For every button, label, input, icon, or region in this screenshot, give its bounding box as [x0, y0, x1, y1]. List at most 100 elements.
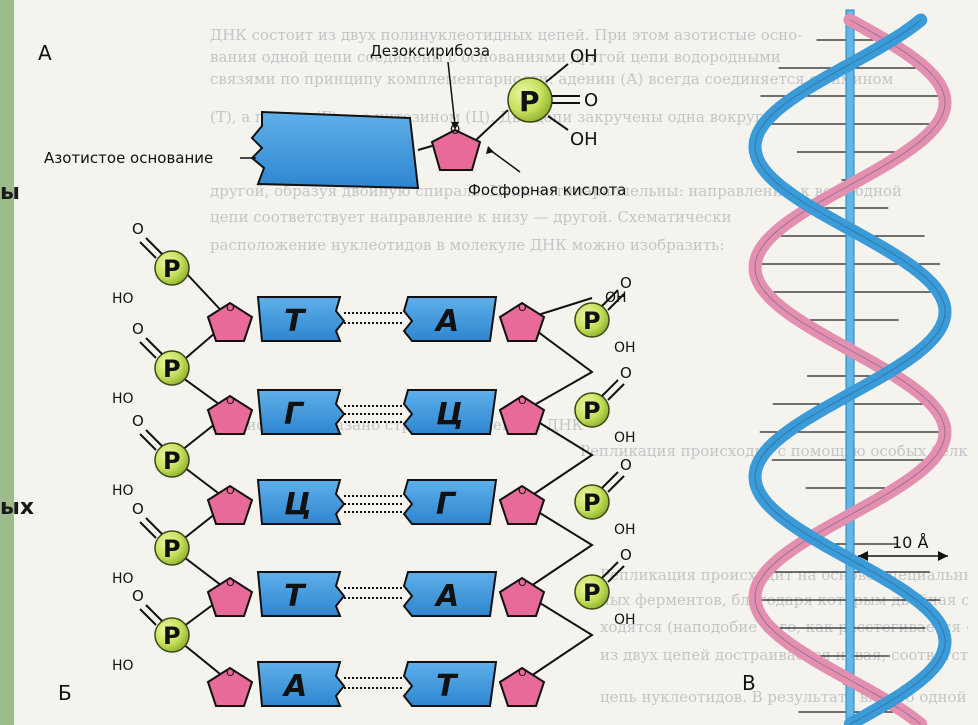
- left-base-letter: Т: [284, 579, 307, 614]
- phosphate-oh-top: OH: [570, 46, 598, 67]
- blue-strand-edge: [754, 19, 946, 725]
- left-base-letter: Ц: [284, 487, 312, 522]
- phosphate-ball: [507, 77, 553, 123]
- background-text-line: ходятся (наподобие того, как расстегивае…: [600, 618, 968, 636]
- left-phosphate: [154, 250, 190, 286]
- right-sugar: [498, 394, 546, 435]
- phosphate-letter: P: [163, 535, 181, 563]
- phosphate-letter: P: [163, 447, 181, 475]
- phosphate-letter: P: [583, 397, 601, 425]
- phosphate-letter: P: [519, 85, 540, 118]
- right-base-block: [402, 296, 498, 342]
- panel-label-a: А: [38, 41, 52, 65]
- right-base-block: [402, 479, 498, 525]
- left-phosphate: [154, 350, 190, 386]
- phosphate-ho: HO: [112, 483, 134, 499]
- right-backbone: [519, 297, 594, 683]
- right-phosphate: [574, 302, 610, 338]
- ring-oxygen-label: O: [518, 394, 527, 407]
- left-base-block: [256, 571, 346, 617]
- right-base-letter: Г: [436, 487, 457, 522]
- left-base-block: [256, 479, 346, 525]
- left-sugar: [206, 666, 254, 707]
- phosphate-letter: P: [163, 255, 181, 283]
- left-phosphate: [154, 530, 190, 566]
- right-base-letter: А: [434, 304, 459, 339]
- left-base-block: [256, 389, 346, 435]
- ring-oxygen-label: O: [226, 301, 235, 314]
- phosphate-letter: P: [163, 355, 181, 383]
- left-base-block: [256, 296, 346, 342]
- nucleotide-scheme: O P OH O OH: [240, 46, 598, 190]
- right-sugar: [498, 484, 546, 525]
- phosphate-ho: HO: [112, 391, 134, 407]
- left-base-letter: Г: [284, 397, 305, 432]
- helix-axis: [845, 9, 855, 725]
- right-sugar: [498, 301, 546, 342]
- right-phosphate: [574, 392, 610, 428]
- ring-oxygen-label: O: [518, 301, 527, 314]
- phosphate-double-o: O: [132, 320, 144, 338]
- slide-left-edge: [0, 0, 14, 725]
- nitrogen-base-block: [250, 110, 420, 190]
- panel-label-b: Б: [58, 681, 72, 705]
- background-text-line: связями по принципу комплементарности: а…: [210, 70, 894, 88]
- background-text-line: вания одной цепи соединены с основаниями…: [210, 48, 781, 66]
- right-sugar: [498, 576, 546, 617]
- helix-pitch-label: 10 Å: [892, 533, 928, 552]
- phosphate-double-o: O: [584, 90, 598, 111]
- right-base-letter: Ц: [436, 397, 464, 432]
- phosphate-oh: OH: [614, 430, 636, 446]
- ring-oxygen-label: O: [226, 484, 235, 497]
- phosphate-letter: P: [583, 489, 601, 517]
- phosphate-oh: OH: [614, 612, 636, 628]
- left-phosphate: [154, 617, 190, 653]
- left-backbone: [170, 257, 232, 683]
- left-sugar: [206, 576, 254, 617]
- phosphate-double-o: O: [620, 364, 632, 382]
- phosphate-oh: OH: [614, 522, 636, 538]
- left-phosphate: [154, 442, 190, 478]
- ring-oxygen-label: O: [450, 123, 460, 138]
- ring-oxygen-label: O: [226, 666, 235, 679]
- phosphate-double-o: O: [132, 500, 144, 518]
- background-text-line: ДНК состоит из двух полинуклеотидных цеп…: [210, 26, 803, 44]
- label-nitrogen-base: Азотистое основание: [44, 149, 213, 167]
- background-text-line: из двух цепей достраивается новая, соотв…: [600, 646, 968, 664]
- panel-label-v: В: [742, 671, 756, 695]
- phosphate-letter: P: [583, 579, 601, 607]
- phosphate-double-o: O: [620, 456, 632, 474]
- phosphate-ho: HO: [112, 291, 134, 307]
- phosphate-letter: P: [583, 307, 601, 335]
- background-text-line: цепи соответствует направление к низу — …: [210, 208, 732, 226]
- label-phosphoric-acid: Фосфорная кислота: [468, 181, 626, 199]
- left-base-letter: Т: [284, 304, 307, 339]
- right-base-letter: Т: [436, 669, 459, 704]
- double-helix: [748, 9, 952, 725]
- left-sugar: [206, 301, 254, 342]
- phosphate-double-o: O: [132, 412, 144, 430]
- phosphate-double-o: O: [132, 220, 144, 238]
- phosphate-oh: OH: [614, 340, 636, 356]
- blue-strand: [748, 13, 952, 725]
- pitch-arrow-left: [858, 551, 868, 561]
- deoxyribose-pentagon: [430, 128, 482, 171]
- phosphate-ho: HO: [112, 571, 134, 587]
- ring-oxygen-label: O: [518, 576, 527, 589]
- ring-oxygen-label: O: [226, 576, 235, 589]
- right-sugar: [498, 666, 546, 707]
- left-clipped-text-1: ы: [0, 180, 20, 205]
- right-base-block: [402, 661, 498, 707]
- phosphate-oh-bottom: OH: [570, 129, 598, 150]
- left-sugar: [206, 394, 254, 435]
- background-text-line: расположение нуклеотидов в молекуле ДНК …: [210, 236, 725, 254]
- right-phosphate: [574, 574, 610, 610]
- left-sugar: [206, 484, 254, 525]
- ring-oxygen-label: O: [226, 394, 235, 407]
- right-base-block: [402, 389, 498, 435]
- ring-oxygen-label: O: [518, 666, 527, 679]
- phosphate-letter: P: [163, 622, 181, 650]
- phosphate-ho: HO: [112, 658, 134, 674]
